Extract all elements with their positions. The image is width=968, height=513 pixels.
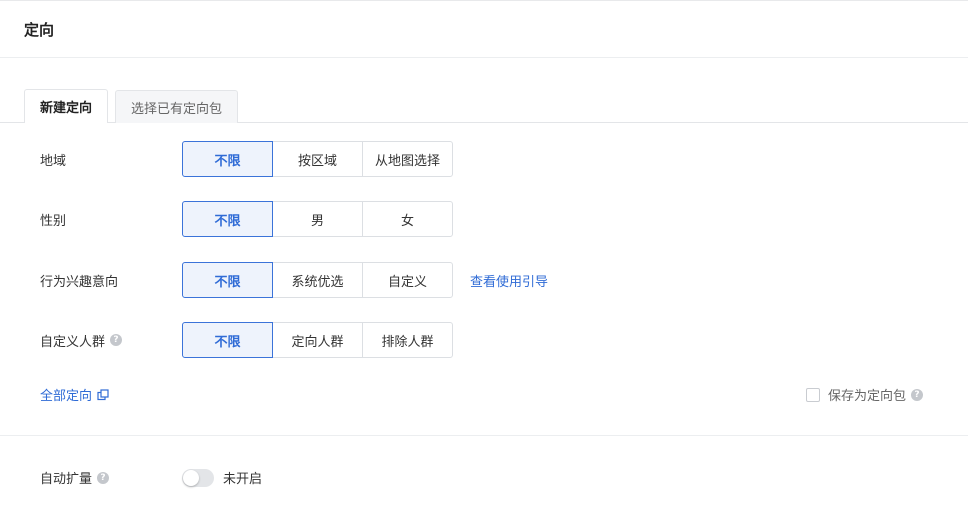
region-option-by-area[interactable]: 按区域 <box>272 141 363 177</box>
region-segmented: 不限 按区域 从地图选择 <box>182 141 453 177</box>
save-package-checkbox[interactable] <box>806 387 820 402</box>
auto-expand-row: 自动扩量 ? 未开启 <box>40 468 262 487</box>
gender-option-male[interactable]: 男 <box>272 201 363 237</box>
save-package-label[interactable]: 保存为定向包 <box>828 389 907 404</box>
region-label: 地域 <box>40 153 67 169</box>
save-package: 保存为定向包 ? <box>806 385 924 404</box>
auto-expand-status: 未开启 <box>223 472 263 487</box>
interest-option-system[interactable]: 系统优选 <box>272 262 363 298</box>
custom-audience-row: 自定义人群 ? 不限 定向人群 排除人群 <box>40 322 453 358</box>
section-divider <box>0 435 968 436</box>
region-row: 地域 不限 按区域 从地图选择 <box>40 141 453 177</box>
panel-header: 定向 <box>0 1 968 58</box>
custom-audience-segmented: 不限 定向人群 排除人群 <box>182 322 453 358</box>
interest-segmented: 不限 系统优选 自定义 <box>182 262 453 298</box>
interest-option-unlimited[interactable]: 不限 <box>182 262 273 298</box>
auto-expand-label: 自动扩量 ? <box>40 468 182 487</box>
region-option-unlimited[interactable]: 不限 <box>182 141 273 177</box>
audience-option-exclude[interactable]: 排除人群 <box>362 322 453 358</box>
interest-row: 行为兴趣意向 不限 系统优选 自定义 查看使用引导 <box>40 262 548 298</box>
tab-bar: 新建定向 选择已有定向包 <box>0 74 968 123</box>
custom-audience-label: 自定义人群 ? <box>40 331 182 350</box>
panel-title: 定向 <box>24 20 55 39</box>
interest-option-custom[interactable]: 自定义 <box>362 262 453 298</box>
interest-label: 行为兴趣意向 <box>40 274 119 290</box>
help-icon[interactable]: ? <box>110 334 123 346</box>
all-targeting-label: 全部定向 <box>40 389 93 404</box>
external-link-icon <box>97 388 109 400</box>
auto-expand-toggle[interactable] <box>182 468 214 487</box>
usage-guide-link[interactable]: 查看使用引导 <box>470 274 549 290</box>
all-targeting-link[interactable]: 全部定向 <box>40 385 109 404</box>
gender-row: 性别 不限 男 女 <box>40 201 453 237</box>
gender-segmented: 不限 男 女 <box>182 201 453 237</box>
region-option-map[interactable]: 从地图选择 <box>362 141 453 177</box>
audience-option-unlimited[interactable]: 不限 <box>182 322 273 358</box>
audience-option-target[interactable]: 定向人群 <box>272 322 363 358</box>
gender-label: 性别 <box>40 213 67 229</box>
gender-option-female[interactable]: 女 <box>362 201 453 237</box>
help-icon[interactable]: ? <box>97 471 110 484</box>
gender-option-unlimited[interactable]: 不限 <box>182 201 273 237</box>
help-icon[interactable]: ? <box>911 388 924 401</box>
tab-existing-package[interactable]: 选择已有定向包 <box>115 90 239 123</box>
tab-new-targeting[interactable]: 新建定向 <box>24 89 109 123</box>
toggle-knob <box>183 469 199 486</box>
